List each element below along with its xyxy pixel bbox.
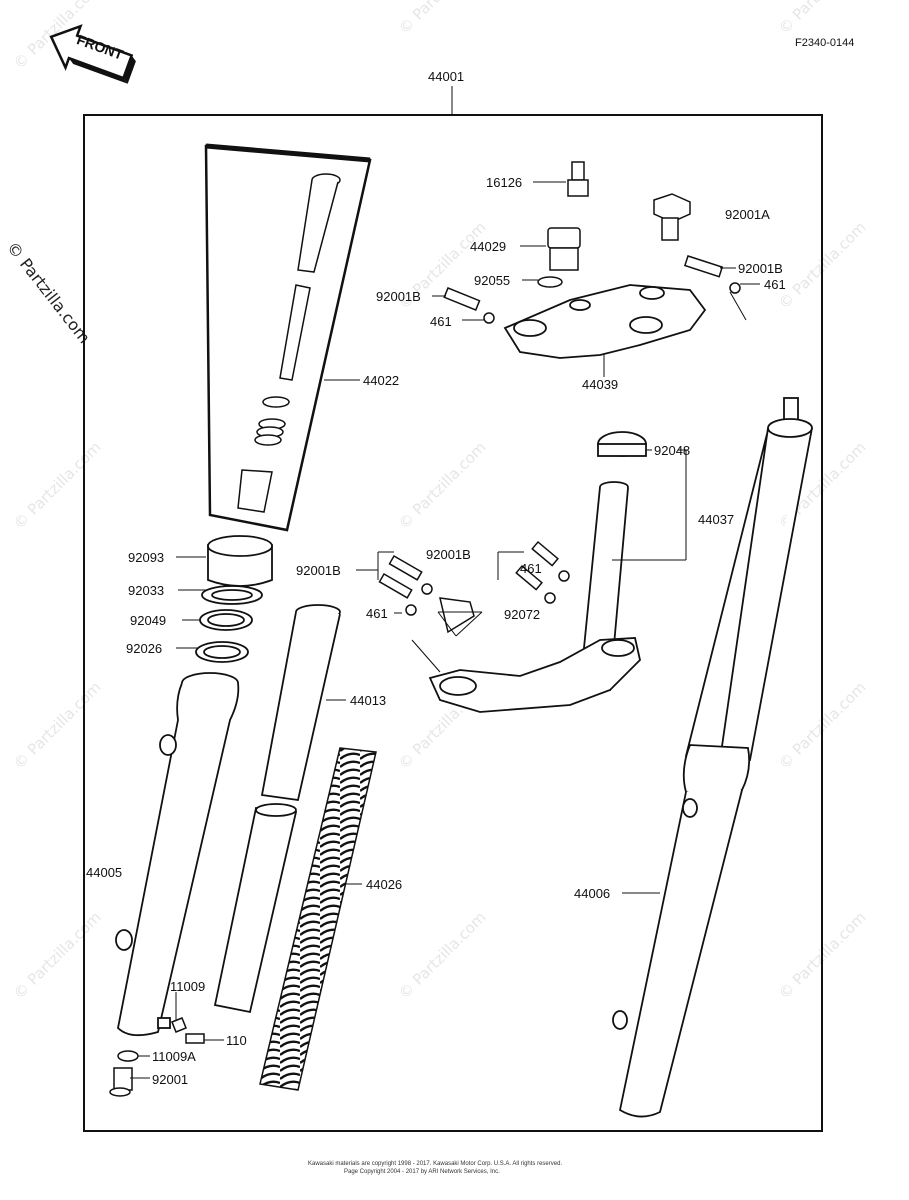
front-arrow-icon [49,24,136,84]
part-label-110[interactable]: 110 [226,1033,247,1048]
part-label-92001B[interactable]: 92001B [296,563,341,578]
part-label-92033[interactable]: 92033 [128,583,165,598]
assembly-frame [83,114,823,1132]
diagram-code: F2340-0144 [795,37,855,49]
part-label-92049[interactable]: 92049 [130,613,167,628]
part-label-92001B[interactable]: 92001B [376,289,421,304]
part-label-44022[interactable]: 44022 [363,373,400,388]
part-label-92093[interactable]: 92093 [128,550,165,565]
bolt-16126 [567,161,589,197]
drain-bolt [109,1017,205,1097]
outer-tube-44005 [115,672,240,1037]
part-label-44006[interactable]: 44006 [574,886,611,901]
bolt-top-left [443,287,495,324]
part-label-44026[interactable]: 44026 [366,877,403,892]
seal-92048 [597,431,647,457]
part-label-44013[interactable]: 44013 [350,693,387,708]
part-label-92001B[interactable]: 92001B [738,261,783,276]
part-label-44037[interactable]: 44037 [698,512,735,527]
steering-stem [428,637,641,713]
spring-44026 [259,747,377,1091]
part-label-92001[interactable]: 92001 [152,1072,189,1087]
top-bridge [503,284,707,359]
part-label-11009A[interactable]: 11009A [152,1049,196,1064]
fork-cap-44029 [537,227,581,288]
part-label-44001[interactable]: 44001 [428,69,465,84]
part-label-44005[interactable]: 44005 [86,865,123,880]
seal-stack [195,535,273,663]
part-label-92055[interactable]: 92055 [474,273,511,288]
part-label-11009[interactable]: 11009 [170,979,206,994]
bolt-top-right [683,255,741,294]
part-label-92001B[interactable]: 92001B [426,547,471,562]
fork-assembly-44006 [612,397,813,1118]
part-label-44029[interactable]: 44029 [470,239,507,254]
part-label-461[interactable]: 461 [366,606,388,621]
part-label-16126[interactable]: 16126 [486,175,523,190]
copyright-line: Page Copyright 2004 - 2017 by ARI Networ… [344,1169,500,1175]
part-label-92026[interactable]: 92026 [126,641,163,656]
inner-tube-44013 [213,604,341,1014]
bolt-92001A [653,193,691,241]
part-label-92001A[interactable]: 92001A [725,207,770,222]
part-label-461[interactable]: 461 [430,314,452,329]
damper-rod [237,173,341,513]
leader-lines [130,181,760,1079]
part-label-44039[interactable]: 44039 [582,377,619,392]
part-label-92072[interactable]: 92072 [504,607,541,622]
bolts-middle [378,540,570,634]
part-label-461[interactable]: 461 [764,277,786,292]
copyright-line: Kawasaki materials are copyright 1998 - … [308,1161,563,1167]
part-label-461[interactable]: 461 [520,561,542,576]
part-label-92048[interactable]: 92048 [654,443,691,458]
